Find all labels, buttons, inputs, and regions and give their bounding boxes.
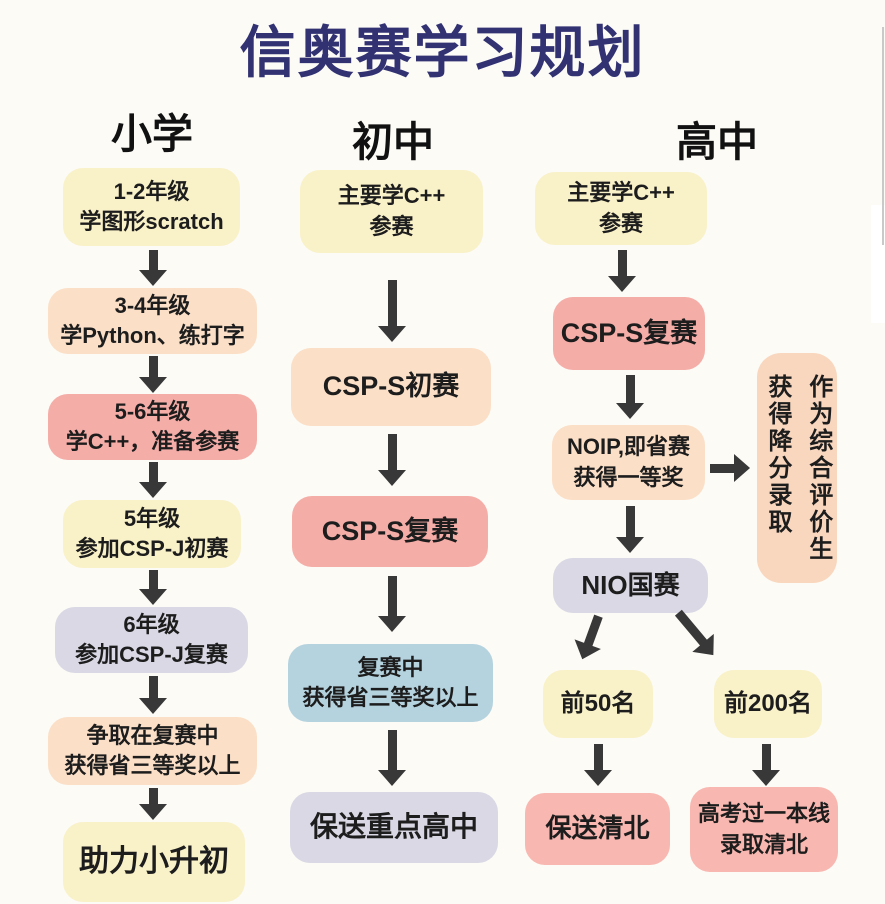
node-line: NOIP,即省赛 [566, 434, 691, 460]
column-header-senior-high: 高中 [676, 119, 758, 165]
node-line: 复赛中 [357, 654, 424, 680]
node-line: 获得省三等奖以上 [64, 753, 241, 778]
arrow-down-icon [377, 434, 407, 486]
node-junior-csps-second-round: CSP-S复赛 [292, 496, 488, 567]
node-line: NIO国赛 [581, 569, 680, 600]
node-primary-grade-5-6: 5-6年级 学C++，准备参赛 [48, 394, 257, 460]
node-primary-grade-1-2: 1-2年级 学图形scratch [63, 168, 240, 246]
node-line: CSP-S复赛 [560, 317, 698, 348]
node-line: 保送清北 [545, 813, 650, 844]
node-primary-outcome: 助力小升初 [63, 822, 245, 902]
node-senior-gaokao-admission: 高考过一本线 录取清北 [690, 787, 838, 872]
node-senior-direct-admission: 保送清北 [525, 793, 670, 865]
node-line: 6年级 [123, 611, 180, 637]
node-line: 前50名 [560, 690, 636, 718]
node-line: 5年级 [123, 505, 181, 531]
node-line: 录取清北 [719, 831, 808, 857]
node-primary-cspj-second-round: 6年级 参加CSP-J复赛 [55, 607, 248, 673]
arrow-down-icon [138, 250, 168, 286]
column-header-primary-school: 小学 [111, 111, 193, 157]
arrow-down-icon [138, 356, 168, 393]
node-senior-nio-national: NIO国赛 [553, 558, 708, 613]
node-line: 前200名 [723, 690, 813, 718]
arrow-down-icon [751, 744, 781, 786]
node-line: 学C++，准备参赛 [65, 429, 240, 454]
arrow-down-icon [138, 788, 168, 820]
arrow-down-icon [615, 375, 645, 419]
arrow-down-icon [138, 676, 168, 714]
arrow-down-icon [138, 462, 168, 498]
node-primary-grade-3-4: 3-4年级 学Python、练打字 [48, 288, 257, 354]
node-line: 主要学C++ [337, 183, 446, 209]
node-line: 3-4年级 [114, 292, 191, 318]
node-line: 1-2年级 [113, 178, 190, 204]
column-header-junior-high: 初中 [352, 119, 434, 165]
page-title: 信奥赛学习规划 [239, 21, 646, 84]
node-line: 获得省三等奖以上 [302, 685, 479, 710]
arrow-down-icon [607, 250, 637, 292]
node-line: 参赛 [598, 210, 643, 236]
node-line: 作为综合评价生 [804, 373, 832, 563]
node-line: 获得降分录取 [764, 373, 791, 536]
node-senior-csps-second-round: CSP-S复赛 [553, 297, 705, 370]
node-line: 学Python、练打字 [60, 323, 245, 348]
node-senior-learn-cpp: 主要学C++ 参赛 [535, 172, 707, 245]
node-line: 高考过一本线 [697, 801, 830, 827]
right-edge-strip [871, 205, 885, 323]
arrow-down-icon [377, 576, 407, 632]
arrow-right-icon [710, 453, 750, 483]
arrow-down-icon [377, 730, 407, 786]
node-line: 参加CSP-J复赛 [75, 642, 228, 667]
node-line: 学图形scratch [79, 209, 224, 234]
node-line: 争取在复赛中 [86, 722, 219, 748]
node-line: 助力小升初 [79, 845, 229, 879]
node-junior-csps-first-round: CSP-S初赛 [291, 348, 491, 426]
node-line: CSP-S初赛 [322, 371, 460, 402]
node-senior-top-50: 前50名 [543, 670, 653, 738]
node-line: CSP-S复赛 [321, 515, 459, 546]
node-line: 获得一等奖 [573, 464, 684, 490]
node-line: 主要学C++ [567, 180, 675, 206]
node-junior-learn-cpp: 主要学C++ 参赛 [300, 170, 483, 253]
node-junior-provincial-award: 复赛中 获得省三等奖以上 [288, 644, 493, 722]
node-primary-provincial-award: 争取在复赛中 获得省三等奖以上 [48, 717, 257, 785]
arrow-down-icon [583, 744, 613, 786]
arrow-down-left-icon [568, 611, 612, 664]
vertical-text: 作为综合评价生 获得降分录取 [756, 374, 838, 563]
arrow-down-icon [615, 506, 645, 553]
node-senior-noip-provincial: NOIP,即省赛 获得一等奖 [552, 425, 705, 500]
node-line: 保送重点高中 [309, 811, 478, 843]
node-senior-top-200: 前200名 [714, 670, 822, 738]
right-edge-line [882, 27, 884, 245]
node-line: 参赛 [369, 213, 414, 239]
node-comprehensive-evaluation: 作为综合评价生 获得降分录取 [757, 353, 837, 583]
node-line: 5-6年级 [114, 398, 191, 424]
arrow-down-icon [377, 280, 407, 342]
node-primary-cspj-first-round: 5年级 参加CSP-J初赛 [63, 500, 241, 568]
arrow-down-icon [138, 570, 168, 605]
node-line: 参加CSP-J初赛 [75, 536, 229, 561]
node-junior-outcome: 保送重点高中 [290, 792, 498, 863]
